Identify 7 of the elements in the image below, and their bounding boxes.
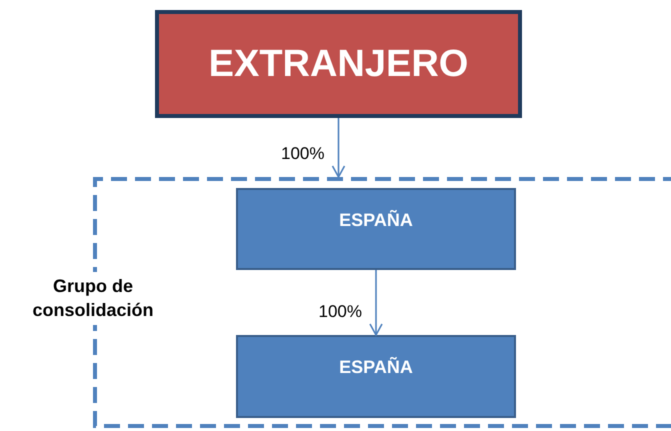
arrow xyxy=(332,118,346,178)
edge-label: 100% xyxy=(318,302,362,322)
entity-box: ESPAÑA xyxy=(236,335,516,418)
entity-box: ESPAÑA xyxy=(236,188,516,270)
entity-box: EXTRANJERO xyxy=(155,10,522,118)
arrow xyxy=(369,270,383,336)
edge-label: 100% xyxy=(281,144,324,164)
